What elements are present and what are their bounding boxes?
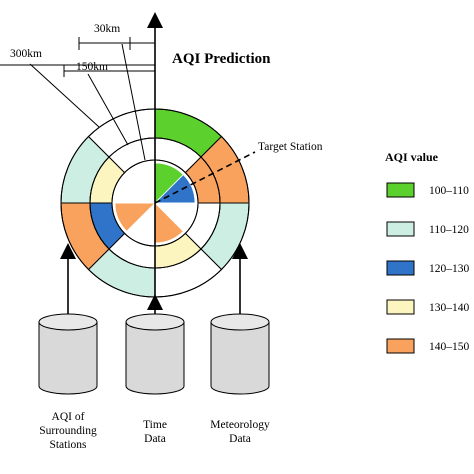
radius-brackets xyxy=(0,37,155,77)
source-label-met-line1: Meteorology xyxy=(210,419,270,431)
cylinder-top xyxy=(38,313,98,331)
legend-swatch xyxy=(386,299,415,315)
source-label-aqi-line3: Stations xyxy=(49,439,87,451)
time-database-icon xyxy=(125,313,185,395)
guide-line-150km xyxy=(87,73,129,146)
guide-line-30km xyxy=(121,43,146,161)
meteorology-database-icon xyxy=(210,313,270,395)
legend-label: 100–110 xyxy=(429,185,469,197)
radius-label-30km: 30km xyxy=(94,23,120,35)
legend-swatch xyxy=(386,182,415,198)
radius-guide-lines xyxy=(29,43,146,161)
legend-swatch xyxy=(386,338,415,354)
cylinder-body xyxy=(125,321,185,395)
bracket-30km xyxy=(78,37,155,50)
target-station-label: Target Station xyxy=(258,141,323,153)
source-label-aqi-line1: AQI of xyxy=(52,411,85,423)
legend-swatch xyxy=(386,260,415,276)
legend-swatch xyxy=(386,221,415,237)
source-label-met-line2: Data xyxy=(229,433,251,445)
legend: 100–110 110–120 120–130 130–140 140–150 xyxy=(386,182,470,354)
legend-label: 110–120 xyxy=(429,224,469,236)
legend-label: 120–130 xyxy=(429,263,470,275)
guide-line-300km xyxy=(29,63,100,128)
source-label-time-line1: Time xyxy=(143,419,167,431)
bracket-150km xyxy=(63,65,155,77)
legend-label: 140–150 xyxy=(429,341,470,353)
legend-label: 130–140 xyxy=(429,302,470,314)
radius-label-150km: 150km xyxy=(76,61,108,73)
source-labels: AQI of Surrounding Stations Time Data Me… xyxy=(39,411,270,451)
cylinder-body xyxy=(210,321,270,395)
source-label-time-line2: Data xyxy=(144,433,166,445)
source-label-aqi-line2: Surrounding xyxy=(39,425,97,437)
cylinder-top xyxy=(210,313,270,331)
data-sources xyxy=(38,313,270,395)
diagram-title: AQI Prediction xyxy=(172,51,271,67)
aqi-database-icon xyxy=(38,313,98,395)
target-station-pointer xyxy=(154,151,256,204)
radius-label-300km: 300km xyxy=(10,48,42,60)
legend-title: AQI value xyxy=(385,150,439,164)
cylinder-body xyxy=(38,321,98,395)
cylinder-top xyxy=(125,313,185,331)
